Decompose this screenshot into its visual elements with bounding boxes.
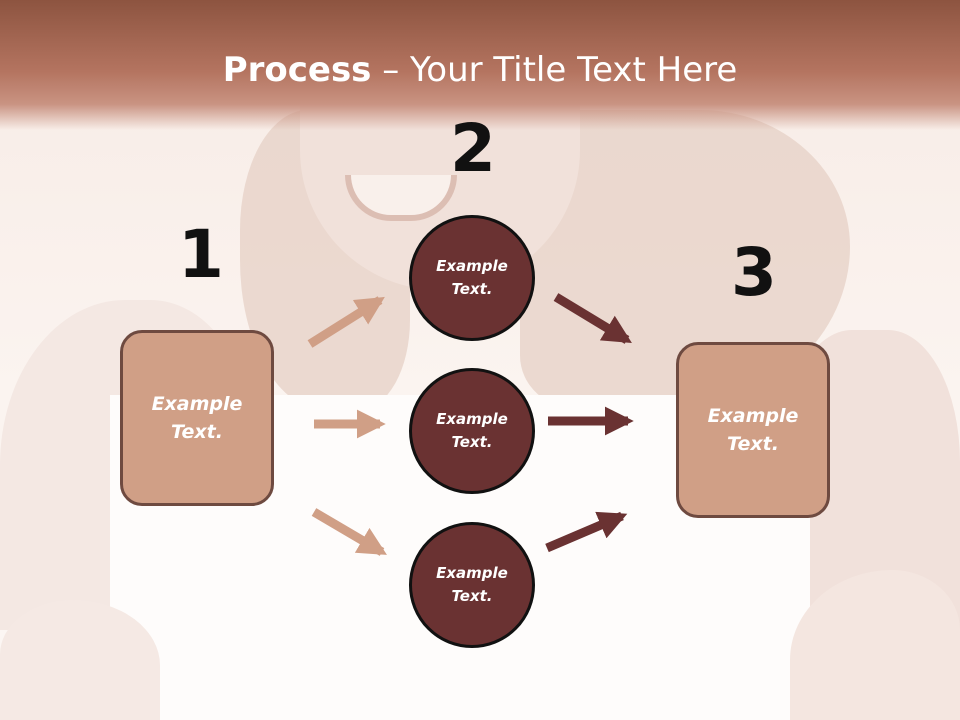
step-1-box: Example Text. xyxy=(120,330,274,506)
arrow-1-to-2-bottom xyxy=(311,508,387,556)
circle-top-line2: Text. xyxy=(451,280,493,298)
step-3-box: Example Text. xyxy=(676,342,830,518)
step-3-box-line2: Text. xyxy=(727,433,779,455)
step-number-3: 3 xyxy=(731,234,777,311)
step-3-box-line1: Example xyxy=(707,404,799,427)
step-number-2: 2 xyxy=(450,110,496,187)
circle-middle-line1: Example xyxy=(436,409,508,428)
step-1-box-line2: Text. xyxy=(171,421,223,443)
title-rest: – Your Title Text Here xyxy=(371,50,738,90)
step-2-circle-top: Example Text. xyxy=(409,215,535,341)
step-number-1: 1 xyxy=(178,216,224,293)
circle-bottom-line2: Text. xyxy=(451,587,493,605)
circle-middle-line2: Text. xyxy=(451,433,493,451)
step-2-circle-middle: Example Text. xyxy=(409,368,535,494)
title-bold: Process xyxy=(222,50,372,90)
arrow-2-to-3-bottom xyxy=(545,511,628,553)
step-2-circle-bottom: Example Text. xyxy=(409,522,535,648)
background-hand-left xyxy=(0,600,160,720)
arrow-1-to-2-top xyxy=(307,296,385,348)
step-1-box-line1: Example xyxy=(151,392,243,415)
circle-top-line1: Example xyxy=(436,256,508,275)
arrow-2-to-3-top xyxy=(553,293,632,344)
circle-bottom-line1: Example xyxy=(436,563,508,582)
slide-title: Process – Your Title Text Here xyxy=(0,50,960,90)
title-banner xyxy=(0,0,960,130)
step-1-box-text: Example Text. xyxy=(152,390,243,447)
step-3-box-text: Example Text. xyxy=(708,402,799,459)
